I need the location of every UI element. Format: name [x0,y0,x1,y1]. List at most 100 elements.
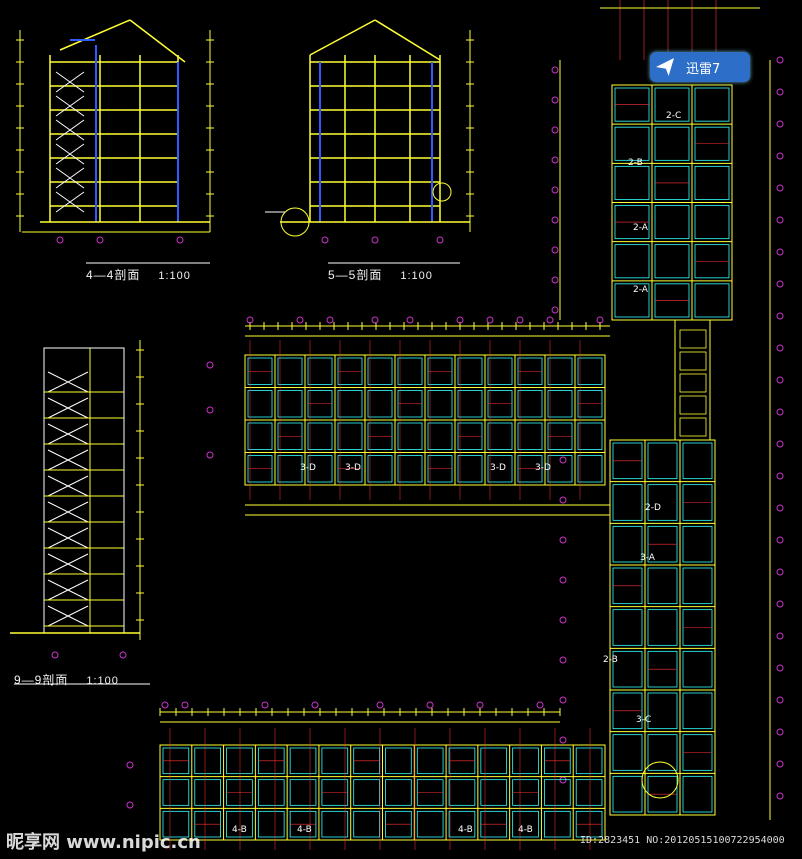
bottom-plan-room [480,747,508,775]
unit-label: 3-C [636,715,651,725]
grid-axis-bubble [486,316,494,324]
bay-window [641,761,679,799]
middle-plan-room [277,357,303,385]
bottom-plan-room [257,810,285,838]
middle-plan-room [517,422,543,450]
grid-axis-bubble [776,280,784,288]
right-upper-plan-room [694,283,730,318]
right-lower-plan-room [682,525,713,563]
grid-axis-bubble [551,156,559,164]
stair-flight [47,397,89,419]
unit-label: 3-A [640,553,656,563]
right-lower-plan-room [647,442,678,480]
section-5-scale: 1:100 [400,270,433,282]
grid-axis-bubble [371,316,379,324]
middle-plan-room [547,455,573,483]
stair-flight [47,579,89,601]
bottom-plan-room [353,810,380,838]
grid-axis-bubble [176,236,184,244]
unit-label: 2-B [603,655,618,665]
grid-axis-bubble [776,312,784,320]
grid-axis-bubble [436,236,444,244]
grid-axis-bubble [426,701,434,709]
detail-callout [280,207,310,237]
grid-axis-bubble [371,236,379,244]
bottom-plan-room [321,810,349,838]
grid-axis-bubble [126,801,134,809]
grid-axis-bubble [776,568,784,576]
grid-axis-bubble [559,496,567,504]
bottom-plan-room [512,747,539,775]
grid-axis-bubble [776,88,784,96]
middle-plan-room [547,357,573,385]
grid-axis-bubble [776,504,784,512]
unit-label: 3-D [490,463,506,473]
unit-label: 4-B [232,825,247,835]
xunlei-floating-button[interactable]: 迅雷7 [650,52,750,82]
middle-plan-room [367,455,393,483]
grid-axis-bubble [206,451,214,459]
right-lower-plan-room [647,609,678,646]
grid-axis-bubble [206,406,214,414]
right-upper-plan-room [654,126,690,161]
bottom-plan-room [226,747,253,775]
grid-axis-bubble [776,344,784,352]
middle-plan-room [487,357,513,385]
grid-axis-bubble [776,152,784,160]
unit-label: 2-B [628,158,643,168]
section-4-scale: 1:100 [158,270,191,282]
middle-plan-room [307,357,333,385]
stair-flight [47,605,89,627]
bottom-plan-room [353,779,380,806]
grid-axis-bubble [96,236,104,244]
corridor-bay [679,373,707,393]
bird-logo-icon [656,58,674,76]
middle-plan-room [247,390,273,418]
corridor-bay [679,417,707,437]
middle-plan-room [457,455,483,483]
grid-axis-bubble [246,316,254,324]
grid-axis-bubble [776,760,784,768]
grid-axis-bubble [296,316,304,324]
right-upper-plan-room [694,165,730,200]
grid-axis-bubble [119,651,127,659]
site-watermark: 昵享网 www.nipic.cn [6,832,201,853]
unit-label: 2-A [633,285,649,295]
grid-axis-bubble [546,316,554,324]
right-lower-plan-room [612,484,643,521]
right-lower-plan-room [682,442,713,480]
bottom-plan-room [226,810,253,838]
unit-label: 2-A [633,223,649,233]
corridor-bay [679,351,707,371]
stair-flight [55,167,85,189]
grid-axis-bubble [559,696,567,704]
grid-axis-bubble [776,376,784,384]
grid-axis-bubble [559,616,567,624]
corridor-bay [679,395,707,415]
grid-axis-bubble [376,701,384,709]
middle-plan-room [367,390,393,418]
middle-plan-room [367,357,393,385]
grid-axis-bubble [776,472,784,480]
grid-axis-bubble [476,701,484,709]
middle-plan-room [577,422,603,450]
grid-axis-bubble [516,316,524,324]
grid-axis-bubble [56,236,64,244]
bottom-plan-room [162,810,190,838]
unit-label: 2-C [666,111,681,121]
grid-axis-bubble [776,792,784,800]
section-9-title: 9—9剖面 [14,673,69,687]
roof-line [374,19,441,61]
stair-flight [55,71,85,93]
right-lower-plan-room [647,734,678,771]
middle-plan-room [457,390,483,418]
bottom-plan-room [544,810,571,838]
grid-axis-bubble [559,536,567,544]
bottom-plan-room [257,779,285,806]
bottom-plan-room [575,779,603,806]
bottom-plan-room [385,747,412,775]
grid-axis-bubble [326,316,334,324]
stair-flight [47,475,89,497]
grid-axis-bubble [776,696,784,704]
